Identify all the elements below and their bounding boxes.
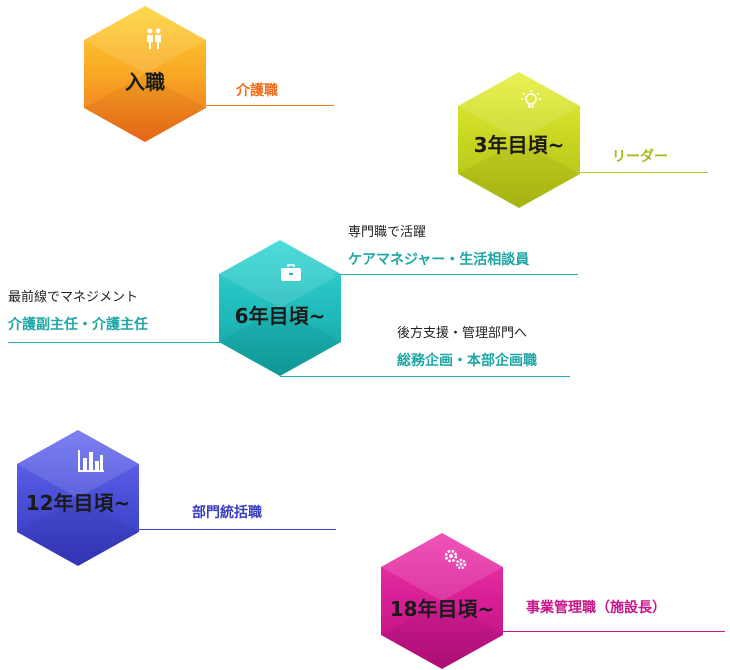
role-label: 介護職	[236, 83, 278, 99]
connector-line	[139, 529, 336, 530]
connector-line	[280, 376, 570, 377]
role-label: 部門統括職	[192, 505, 262, 521]
stage-title: 18年目頃~	[389, 597, 495, 621]
stage-hex-6nen: 6年目頃~	[219, 240, 341, 376]
branch-desc: 専門職で活躍	[348, 225, 427, 240]
stage-hex-18nen: 18年目頃~	[381, 533, 503, 669]
connector-line	[580, 172, 708, 173]
role-label: リーダー	[612, 149, 668, 165]
connector-line	[8, 342, 221, 343]
stage-hex-12nen: 12年目頃~	[17, 430, 139, 566]
branch-role: ケアマネジャー・生活相談員	[348, 252, 530, 268]
branch-role: 総務企画・本部企画職	[397, 353, 537, 369]
connector-line	[503, 631, 725, 632]
stage-title: 3年目頃~	[473, 133, 565, 157]
branch-desc: 最前線でマネジメント	[8, 290, 139, 305]
stage-hex-3nen: 3年目頃~	[458, 72, 580, 208]
branch-role: 介護副主任・介護主任	[8, 317, 148, 333]
connector-line	[335, 274, 578, 275]
stage-title: 12年目頃~	[25, 491, 131, 515]
branch-desc: 後方支援・管理部門へ	[397, 326, 528, 341]
stage-title: 6年目頃~	[234, 304, 326, 328]
connector-line	[206, 105, 334, 106]
stage-title: 入職	[125, 70, 165, 94]
stage-hex-nyushoku: 入職	[84, 6, 206, 142]
role-label: 事業管理職（施設長）	[526, 600, 666, 616]
